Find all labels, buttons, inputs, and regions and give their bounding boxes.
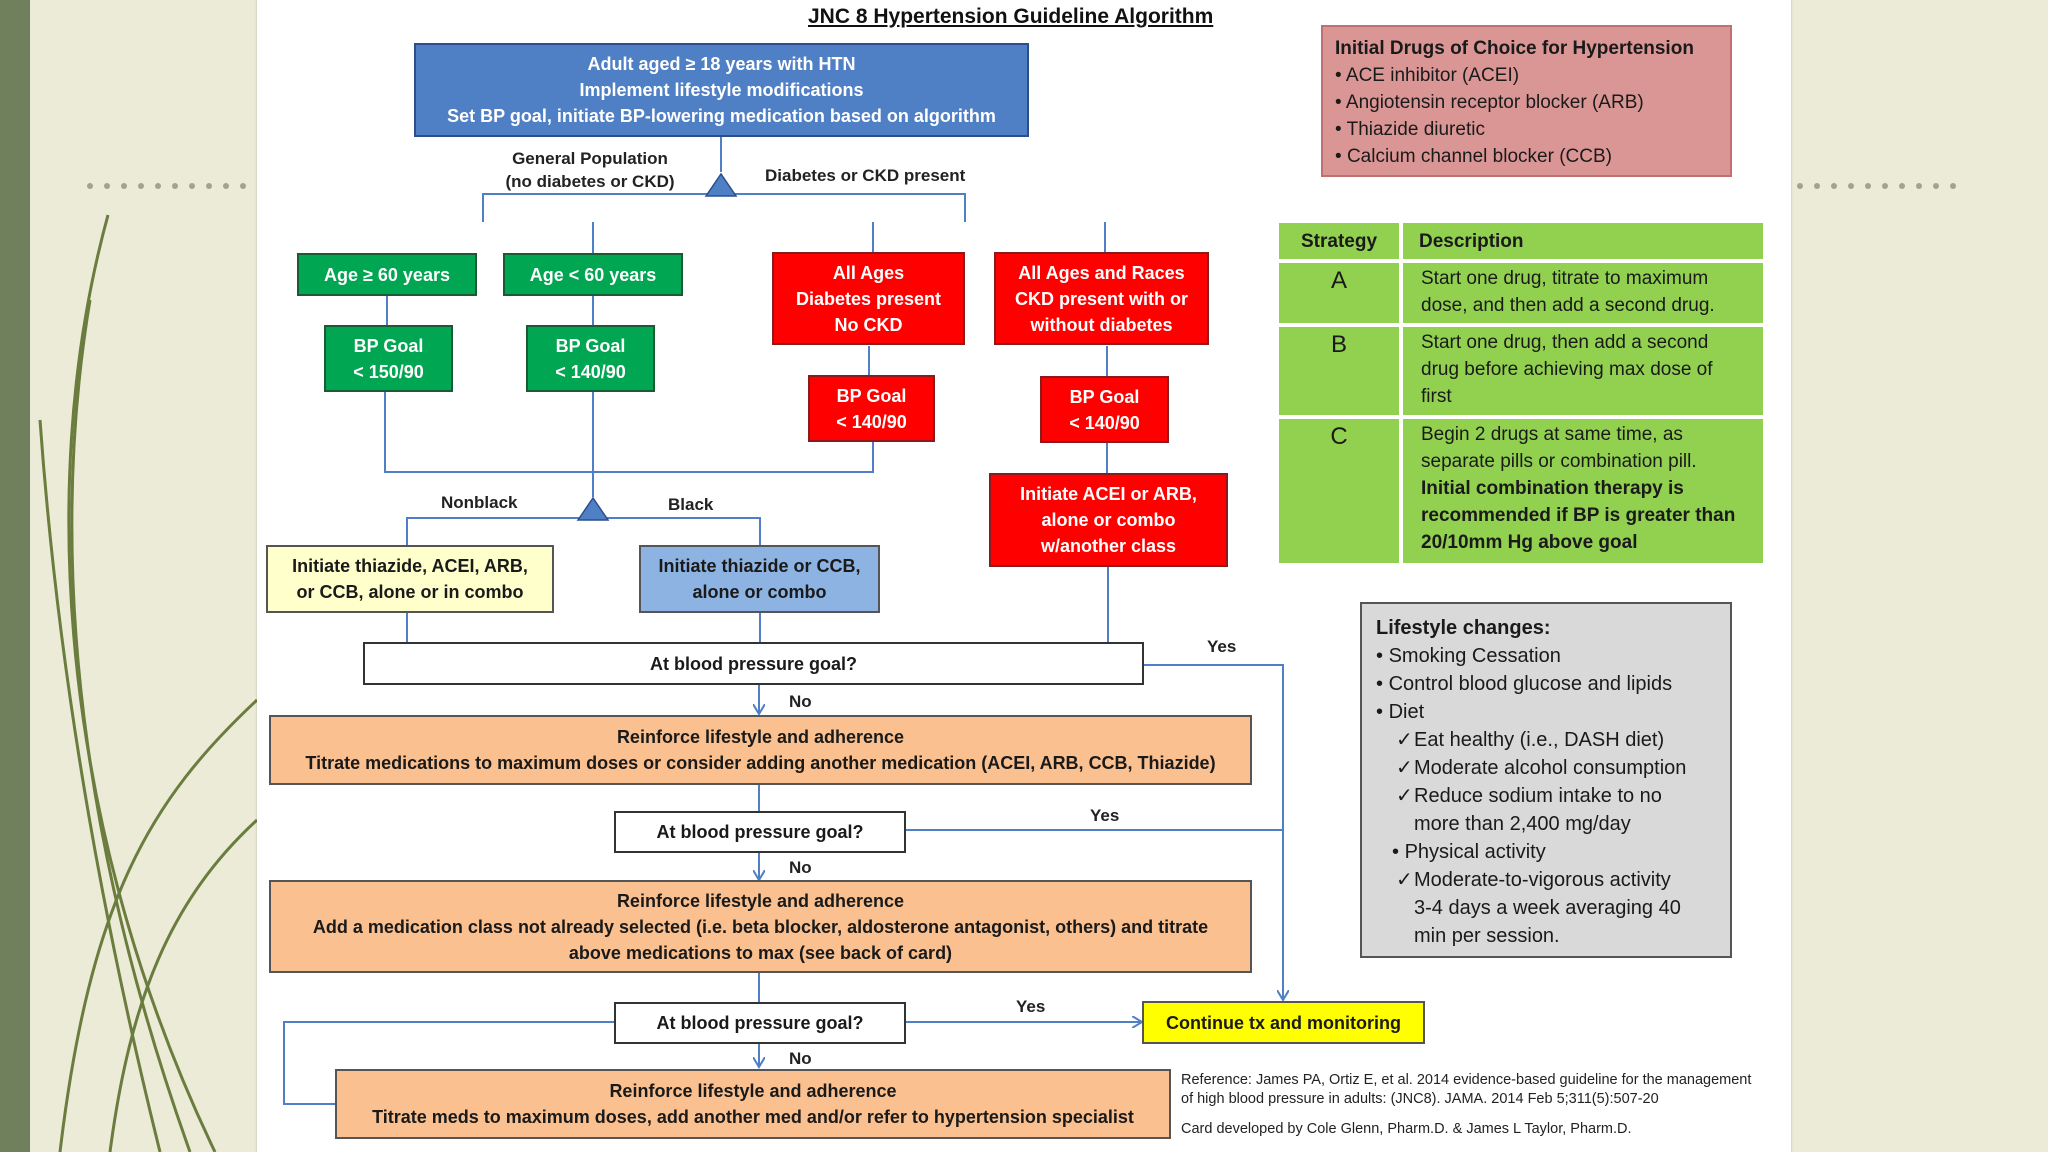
no-label-1: No [789, 692, 812, 711]
no-label-2: No [789, 858, 812, 877]
strategy-description: Begin 2 drugs at same time, as separate … [1399, 415, 1767, 567]
reference-line-1: Reference: James PA, Ortiz E, et al. 201… [1181, 1072, 1752, 1088]
lifestyle-item: • Smoking Cessation [1376, 645, 1561, 667]
drug-item: • Thiazide diuretic [1335, 119, 1485, 140]
yes-label-1: Yes [1207, 637, 1237, 656]
activity-item-continued: 3-4 days a week averaging 40 [1414, 897, 1681, 919]
strategy-row-c: C Begin 2 drugs at same time, as separat… [1275, 415, 1767, 567]
age-over-60-box: Age ≥ 60 years [297, 253, 477, 296]
activity-item-continued: min per session. [1414, 925, 1560, 947]
lifestyle-item: • Diet [1376, 701, 1425, 723]
strategy-description: Start one drug, then add a second drug b… [1399, 323, 1767, 419]
strategy-header-row: Strategy Description [1275, 219, 1767, 263]
drugs-of-choice-panel: Initial Drugs of Choice for Hypertension… [1321, 25, 1732, 177]
no-label-3: No [789, 1049, 812, 1068]
strategy-letter: C [1275, 415, 1403, 567]
general-population-label: General Population (no diabetes or CKD) [505, 149, 675, 191]
continue-box: Continue tx and monitoring [1142, 1001, 1425, 1044]
initiate-black-box: Initiate thiazide or CCB,alone or combo [639, 545, 880, 613]
bp-goal-diabetes-box: BP Goal< 140/90 [808, 375, 935, 442]
activity-item: ✓Moderate-to-vigorous activity [1376, 866, 1716, 894]
lifestyle-item: • Control blood glucose and lipids [1376, 673, 1673, 695]
bp-goal-question-3: At blood pressure goal? [614, 1002, 906, 1044]
age-under-60-box: Age < 60 years [503, 253, 683, 296]
bp-goal-question-2: At blood pressure goal? [614, 811, 906, 853]
strategy-letter: B [1275, 323, 1403, 419]
side-stripe [0, 0, 30, 1152]
nonblack-label: Nonblack [441, 493, 518, 512]
lifestyle-panel: Lifestyle changes: • Smoking Cessation •… [1360, 602, 1732, 958]
bp-goal-under-60-box: BP Goal< 140/90 [526, 325, 655, 392]
check-icon: ✓ [1396, 757, 1413, 779]
bp-goal-over-60-box: BP Goal< 150/90 [324, 325, 453, 392]
strategy-table: Strategy Description A Start one drug, t… [1275, 219, 1767, 567]
diet-item: ✓Moderate alcohol consumption [1376, 754, 1716, 782]
bp-goal-ckd-box: BP Goal< 140/90 [1040, 376, 1169, 443]
strategy-row-b: B Start one drug, then add a second drug… [1275, 323, 1767, 419]
check-icon: ✓ [1396, 869, 1413, 891]
page-title: JNC 8 Hypertension Guideline Algorithm [808, 5, 1214, 28]
check-icon: ✓ [1396, 785, 1413, 807]
branch-triangle-race [576, 496, 610, 521]
strategy-letter: A [1275, 259, 1403, 327]
drug-item: • Angiotensin receptor blocker (ARB) [1335, 92, 1644, 113]
diet-item-continued: more than 2,400 mg/day [1414, 813, 1631, 835]
check-icon: ✓ [1396, 729, 1413, 751]
branch-triangle-top [704, 172, 738, 197]
description-col-header: Description [1399, 219, 1767, 263]
reference-line-2: of high blood pressure in adults: (JNC8)… [1181, 1091, 1659, 1107]
drugs-panel-heading: Initial Drugs of Choice for Hypertension [1335, 38, 1694, 59]
strategy-description: Start one drug, titrate to maximum dose,… [1399, 259, 1767, 327]
black-label: Black [668, 495, 714, 514]
drug-item: • ACE inhibitor (ACEI) [1335, 65, 1520, 86]
strategy-col-header: Strategy [1275, 219, 1403, 263]
strategy-row-a: A Start one drug, titrate to maximum dos… [1275, 259, 1767, 327]
initiate-nonblack-box: Initiate thiazide, ACEI, ARB,or CCB, alo… [266, 545, 554, 613]
diet-item: ✓Eat healthy (i.e., DASH diet) [1376, 726, 1716, 754]
lifestyle-item: • Physical activity [1392, 841, 1546, 863]
diabetes-ckd-label: Diabetes or CKD present [765, 166, 966, 185]
yes-label-2: Yes [1090, 806, 1120, 825]
bp-goal-question-1: At blood pressure goal? [363, 642, 1144, 685]
diet-item: ✓Reduce sodium intake to no [1376, 782, 1716, 810]
yes-label-3: Yes [1016, 997, 1046, 1016]
drug-item: • Calcium channel blocker (CCB) [1335, 146, 1612, 167]
credits-line: Card developed by Cole Glenn, Pharm.D. &… [1181, 1121, 1632, 1137]
lifestyle-heading: Lifestyle changes: [1376, 617, 1551, 639]
